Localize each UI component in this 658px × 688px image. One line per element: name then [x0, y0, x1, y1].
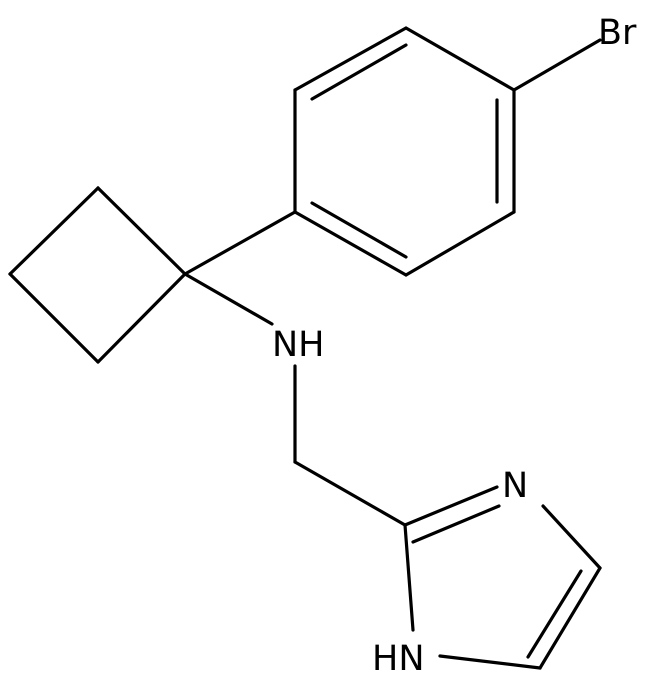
- bond-im-c4-c5: [538, 566, 602, 670]
- bond-ch2-c2: [293, 460, 407, 527]
- bond-ring-c5-c6: [404, 210, 516, 277]
- bond-cquat-n: [183, 272, 274, 326]
- bond-ring-inner-1: [310, 43, 408, 101]
- bond-ring-inner-2: [310, 201, 408, 259]
- bond-cb-2: [8, 186, 100, 276]
- atom-label-amine: NH: [272, 325, 325, 365]
- bond-cb-4: [96, 272, 187, 364]
- bond-c-br: [512, 38, 602, 92]
- bond-ring-c2-c3: [293, 26, 408, 92]
- bond-ring-c1-c2: [404, 26, 516, 92]
- bond-im-n3-c4: [541, 504, 602, 570]
- bond-im-c4-c5-double: [526, 569, 583, 659]
- atom-label-imidazole-nh: HN: [372, 639, 425, 679]
- bond-cb-1: [96, 186, 187, 276]
- bond-ring-c4-c5: [293, 210, 408, 277]
- bond-im-c5-n1: [438, 654, 542, 670]
- bond-im-n1-c2: [403, 523, 415, 632]
- bonds: [8, 26, 602, 670]
- bond-cb-3: [8, 272, 100, 364]
- bond-aryl-cquat: [183, 210, 297, 276]
- bond-im-c2-n3: [403, 485, 499, 527]
- bond-im-c2-n3-double: [411, 504, 501, 544]
- atom-label-br: Br: [598, 13, 637, 53]
- atom-labels: Br NH N HN: [272, 13, 637, 679]
- atom-label-imidazole-n: N: [502, 466, 528, 506]
